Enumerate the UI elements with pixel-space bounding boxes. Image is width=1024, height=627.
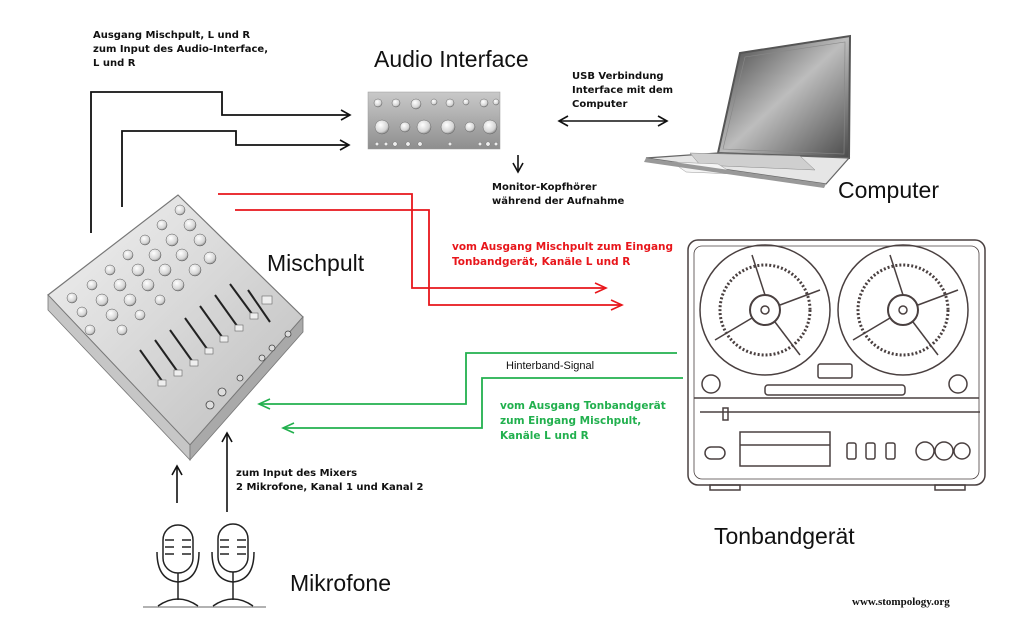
website-credit: www.stompology.org bbox=[852, 596, 950, 608]
tape-recorder-image bbox=[687, 239, 986, 491]
note-tape-to-mixer: vom Ausgang Tonbandgerät zum Eingang Mis… bbox=[500, 400, 666, 442]
note-mics-to-mixer: zum Input des Mixers 2 Mikrofone, Kanal … bbox=[236, 468, 424, 493]
signal-tape-to-mixer-right bbox=[281, 377, 683, 434]
mic-1 bbox=[162, 524, 194, 574]
mixer-image bbox=[47, 194, 304, 462]
note-mixer-to-interface: Ausgang Mischpult, L und R zum Input des… bbox=[93, 30, 268, 69]
left-reel bbox=[699, 244, 831, 376]
laptop-image bbox=[644, 34, 852, 188]
note-monitor-headphones: Monitor-Kopfhörer während der Aufnahme bbox=[492, 182, 625, 207]
note-hinterband-signal: Hinterband-Signal bbox=[506, 360, 595, 372]
signal-mixer-to-tape-left bbox=[218, 193, 608, 294]
mixer-title: Mischpult bbox=[267, 250, 365, 276]
signal-tape-to-mixer-left bbox=[257, 352, 677, 410]
signal-mixer-to-tape-right bbox=[235, 209, 624, 311]
signal-mixer-to-interface-left bbox=[90, 91, 352, 233]
tape-recorder-title: Tonbandgerät bbox=[714, 523, 855, 549]
microphones-image bbox=[143, 523, 266, 608]
computer-title: Computer bbox=[838, 177, 939, 203]
microphones-title: Mikrofone bbox=[290, 570, 391, 596]
note-usb-connection: USB Verbindung Interface mit dem Compute… bbox=[572, 71, 674, 110]
audio-interface-title: Audio Interface bbox=[374, 46, 529, 72]
audio-interface-image bbox=[367, 91, 501, 150]
signal-mixer-to-interface-right bbox=[121, 130, 351, 207]
mic-2 bbox=[217, 523, 249, 573]
right-reel bbox=[837, 244, 969, 376]
note-mixer-to-tape: vom Ausgang Mischpult zum Eingang Tonban… bbox=[452, 241, 674, 268]
